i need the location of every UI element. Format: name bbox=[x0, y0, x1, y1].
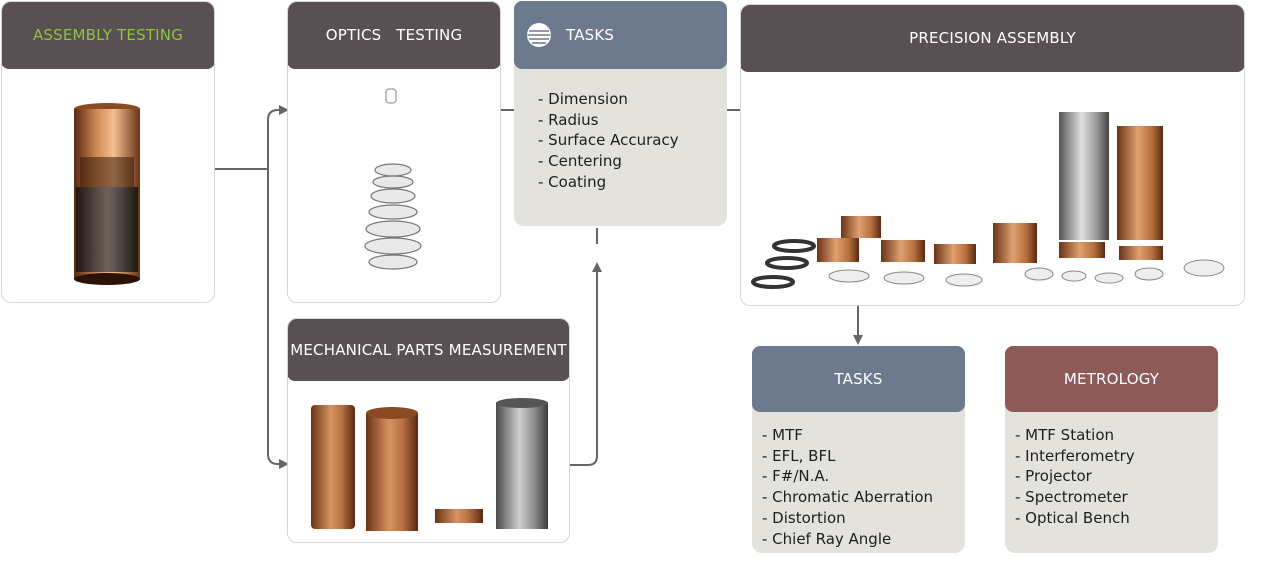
list-item: - F#/N.A. bbox=[762, 467, 830, 486]
precision-assembly-header: PRECISION ASSEMBLY bbox=[741, 5, 1244, 72]
list-item: - Centering bbox=[538, 152, 622, 171]
tasks-bottom-panel: TASKS - MTF - EFL, BFL - F#/N.A. - Chrom… bbox=[752, 346, 965, 553]
list-item: - Chief Ray Angle bbox=[762, 529, 892, 548]
tasks-bottom-list: - MTF - EFL, BFL - F#/N.A. - Chromatic A… bbox=[762, 425, 933, 549]
list-item: - Coating bbox=[538, 172, 607, 191]
list-item: - Distortion bbox=[762, 508, 846, 527]
assembly-lens-barrel-image bbox=[74, 103, 140, 285]
metrology-header: METROLOGY bbox=[1005, 346, 1218, 412]
optics-testing-card: OPTICS TESTING bbox=[287, 1, 501, 303]
optics-lens-stack-image bbox=[364, 88, 422, 270]
list-item: - Surface Accuracy bbox=[538, 131, 679, 150]
list-item: - Dimension bbox=[538, 90, 628, 108]
list-item: - Projector bbox=[1015, 467, 1092, 486]
precision-assembly-title: PRECISION ASSEMBLY bbox=[909, 29, 1076, 47]
optics-testing-header: OPTICS TESTING bbox=[288, 2, 500, 69]
assembly-testing-card: ASSEMBLY TESTING bbox=[1, 1, 215, 303]
assembly-testing-title: ASSEMBLY TESTING bbox=[32, 26, 184, 44]
metrology-list: - MTF Station - Interferometry - Project… bbox=[1015, 425, 1135, 529]
list-item: - Optical Bench bbox=[1015, 508, 1130, 527]
list-item: - MTF Station bbox=[1015, 426, 1115, 444]
list-item: - Chromatic Aberration bbox=[762, 488, 934, 507]
mechanical-parts-image bbox=[311, 398, 548, 531]
list-item: - Radius bbox=[538, 110, 599, 129]
list-item: - MTF bbox=[762, 426, 803, 444]
tasks-top-title: TASKS bbox=[566, 26, 615, 44]
mechanical-parts-card: MECHANICAL PARTS MEASUREMENT bbox=[287, 318, 570, 543]
connector-assembly-to-mechanical bbox=[267, 169, 289, 469]
connector-assembly-to-optics bbox=[215, 105, 289, 170]
optics-testing-title: OPTICS TESTING bbox=[325, 26, 463, 44]
list-item: - Interferometry bbox=[1015, 446, 1135, 465]
tasks-bottom-header: TASKS bbox=[752, 346, 965, 412]
precision-assembly-card: PRECISION ASSEMBLY bbox=[740, 4, 1245, 306]
mechanical-parts-header: MECHANICAL PARTS MEASUREMENT bbox=[288, 319, 569, 381]
tasks-top-panel: TASKS - Dimension - Radius - Surface Acc… bbox=[514, 1, 727, 226]
metrology-title: METROLOGY bbox=[1063, 370, 1160, 388]
list-item: - Spectrometer bbox=[1015, 488, 1128, 507]
globe-icon bbox=[527, 23, 551, 47]
precision-components-image bbox=[751, 112, 1225, 289]
tasks-top-list: - Dimension - Radius - Surface Accuracy … bbox=[538, 89, 679, 193]
assembly-testing-header: ASSEMBLY TESTING bbox=[2, 2, 214, 69]
mechanical-parts-title: MECHANICAL PARTS MEASUREMENT bbox=[290, 340, 567, 359]
connector-mechanical-to-tasks bbox=[570, 262, 602, 466]
metrology-panel: METROLOGY - MTF Station - Interferometry… bbox=[1005, 346, 1218, 553]
tasks-top-header: TASKS bbox=[514, 1, 727, 69]
list-item: - EFL, BFL bbox=[762, 446, 836, 465]
tasks-bottom-title: TASKS bbox=[834, 370, 883, 388]
